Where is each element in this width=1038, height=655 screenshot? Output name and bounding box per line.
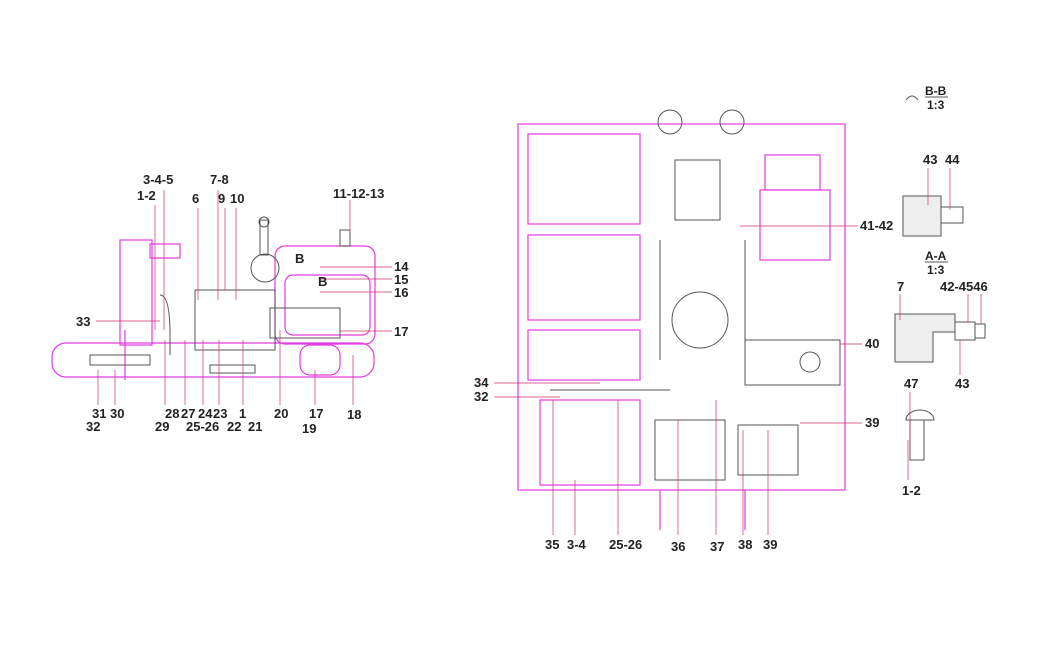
right-view-components [550, 109, 841, 481]
callout: 10 [230, 191, 245, 206]
callout: 25-26 [186, 419, 220, 434]
callout: 36 [671, 539, 686, 554]
callout: 1-2 [137, 188, 156, 203]
section-mark: B [295, 251, 305, 266]
callout: 24 [198, 406, 213, 421]
section-scale-aa: 1:3 [927, 263, 945, 277]
left-view-leaders [96, 190, 392, 405]
callout: 6 [192, 191, 200, 206]
callout: 3-4 [567, 537, 586, 552]
callout: 16 [394, 285, 409, 300]
callout: 38 [738, 537, 753, 552]
callout: 28 [165, 406, 180, 421]
callout: 17 [309, 406, 324, 421]
callout: 32 [474, 389, 489, 404]
callout: 3-4-5 [143, 172, 174, 187]
callout: 9 [218, 191, 226, 206]
callout: 39 [763, 537, 778, 552]
callout: 14 [394, 259, 409, 274]
callout: 35 [545, 537, 560, 552]
callout: 20 [274, 406, 289, 421]
callout: 40 [865, 336, 880, 351]
left-view-engine [89, 216, 351, 374]
callout: 41-42 [860, 218, 894, 233]
callout: 42-4546 [940, 279, 988, 294]
section-details [894, 95, 986, 461]
callout: 29 [155, 419, 170, 434]
callout: 17 [394, 324, 409, 339]
section-mark: B [318, 274, 328, 289]
right-view-outline [517, 123, 846, 530]
callout: 43 [955, 376, 970, 391]
callout: 18 [347, 407, 362, 422]
callout: 47 [904, 376, 919, 391]
callout: 32 [86, 419, 101, 434]
callout: 1 [239, 406, 247, 421]
callout: 23 [213, 406, 228, 421]
callout: 7-8 [210, 172, 229, 187]
callout: 43 [923, 152, 938, 167]
callout: 7 [897, 279, 905, 294]
callout: 15 [394, 272, 409, 287]
callout: 44 [945, 152, 960, 167]
callout: 33 [76, 314, 91, 329]
callout: 31 [92, 406, 107, 421]
callout: 27 [181, 406, 196, 421]
callout: 19 [302, 421, 317, 436]
section-title-aa: A-A [925, 249, 947, 263]
callout: 34 [474, 375, 489, 390]
section-scale-bb: 1:3 [927, 98, 945, 112]
callout: 11-12-13 [333, 186, 385, 201]
callout: 1-2 [902, 483, 921, 498]
callout: 39 [865, 415, 880, 430]
right-view-leaders [494, 225, 862, 535]
callout: 25-26 [609, 537, 643, 552]
callout: 21 [248, 419, 263, 434]
callout: 22 [227, 419, 242, 434]
left-view-outline [51, 239, 376, 380]
section-title-bb: B-B [925, 84, 947, 98]
callout: 30 [110, 406, 125, 421]
detail-leaders [899, 168, 982, 480]
callout: 37 [710, 539, 725, 554]
